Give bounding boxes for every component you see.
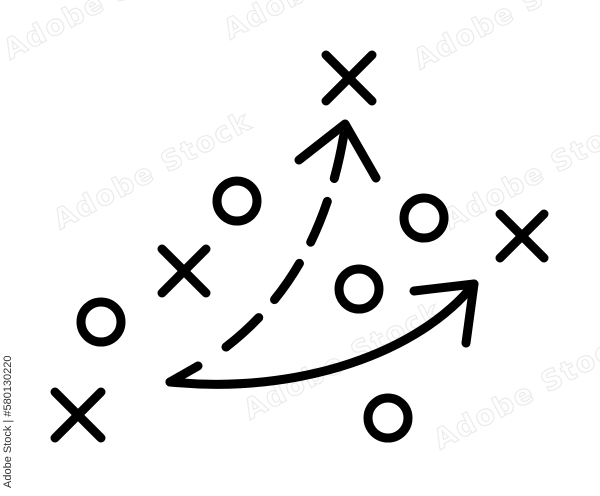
o-mark-icon xyxy=(212,176,262,226)
dashed-arrow-head xyxy=(294,119,381,183)
watermark-logo: Adobe Stock xyxy=(238,294,448,426)
dashed-arrow-icon xyxy=(221,119,381,352)
o-mark-icon xyxy=(76,297,126,347)
x-mark-icon xyxy=(50,387,106,443)
curved-arrow-tail-hook xyxy=(165,361,203,387)
o-mark-icon xyxy=(399,193,449,243)
watermark-logo: Adobe Stock xyxy=(0,0,207,66)
o-mark-icon xyxy=(334,264,384,314)
watermark-logo: Adobe Stock xyxy=(428,324,600,456)
watermark-logo: Adobe Stock xyxy=(408,0,600,76)
dashed-arrow-shaft xyxy=(221,123,350,352)
curved-arrow-icon xyxy=(165,279,479,389)
curved-arrow-head xyxy=(409,279,479,348)
o-mark-icon xyxy=(363,393,413,443)
x-mark-icon xyxy=(495,209,549,263)
stock-id-text: Adobe Stock | #580130220 xyxy=(2,355,14,488)
stock-id-label: Adobe Stock | #580130220 xyxy=(2,348,16,488)
watermark-logo: Adobe Stock xyxy=(218,0,428,46)
curved-arrow-shaft xyxy=(165,279,479,389)
x-mark-icon xyxy=(157,244,211,298)
watermark-logo: Adobe Stock xyxy=(438,104,600,236)
x-mark-icon xyxy=(321,50,377,106)
